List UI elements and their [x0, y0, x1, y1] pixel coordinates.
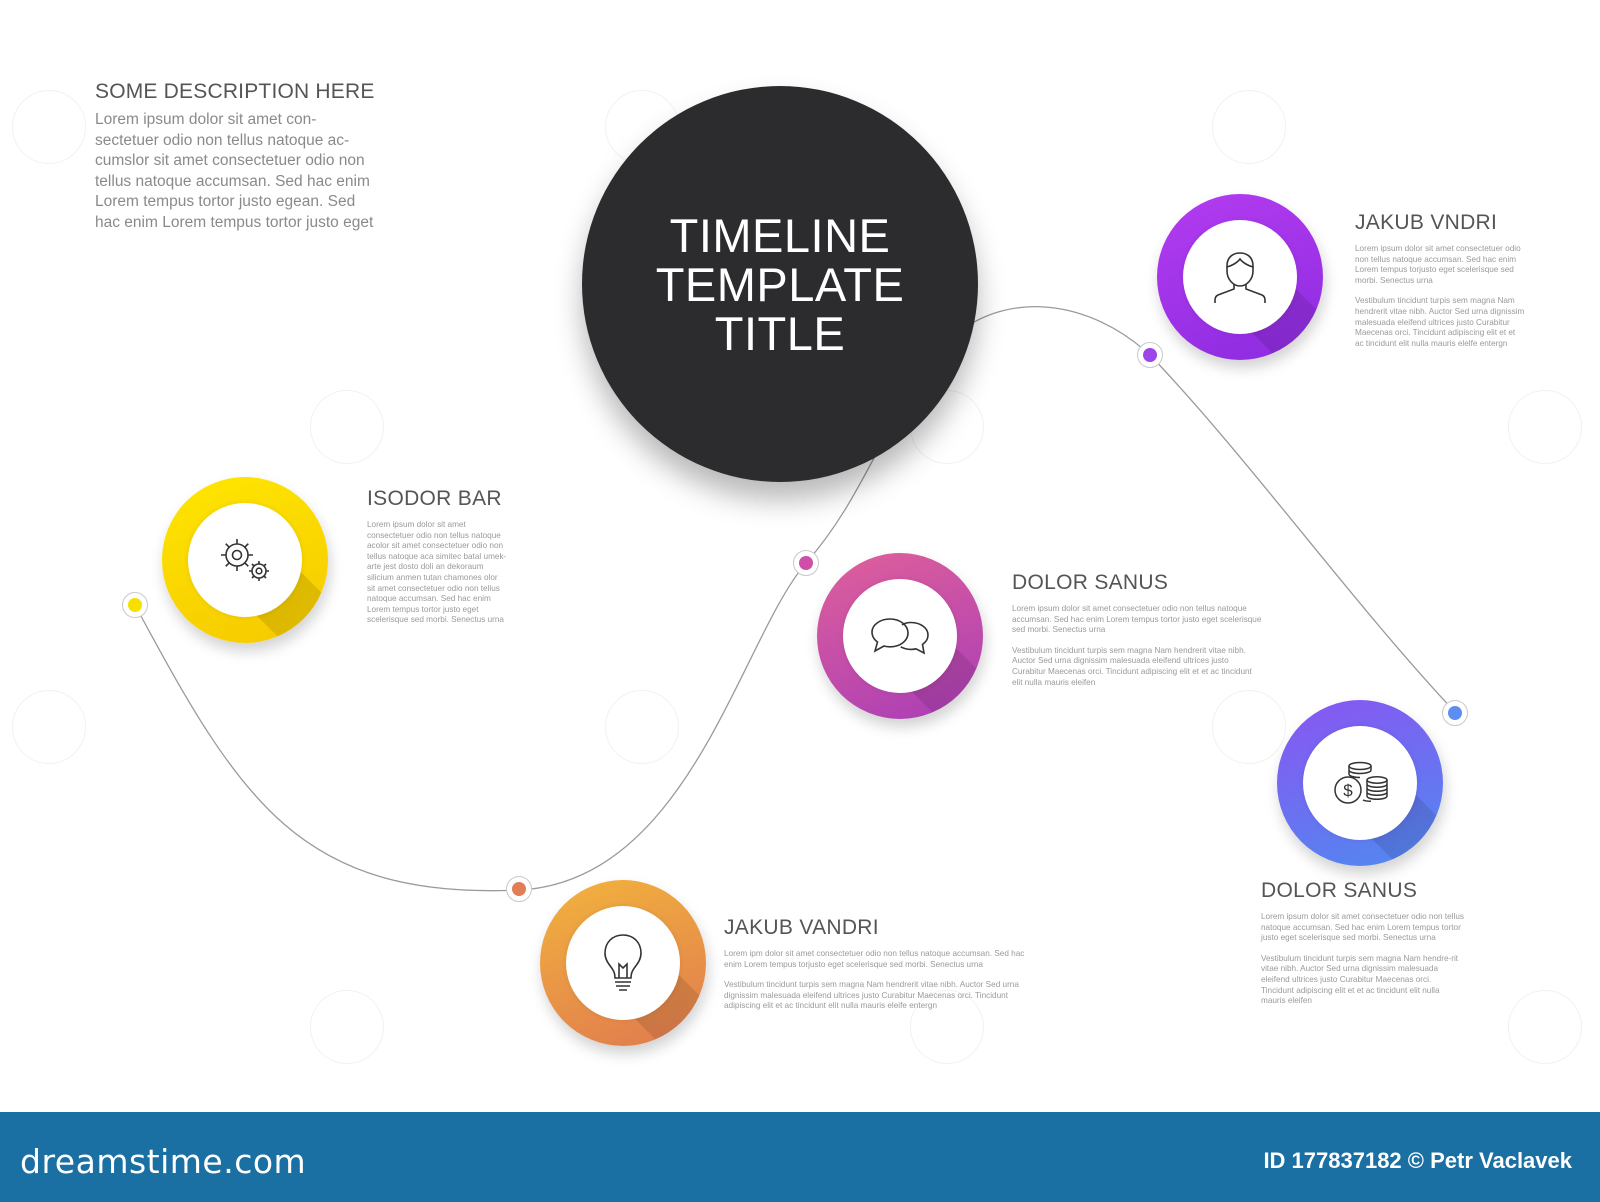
step-paragraph: Vestibulum tincidunt turpis sem magna Na… — [1355, 296, 1525, 348]
hub-title-line: TIMELINE — [669, 208, 891, 262]
timeline-node-dot — [128, 598, 142, 612]
step-paragraph: Vestibulum tincidunt turpis sem magna Na… — [724, 980, 1019, 1011]
watermark-spiral — [1508, 990, 1582, 1064]
watermark-spiral — [910, 990, 984, 1064]
step-ring — [817, 553, 983, 719]
step-icon-holder — [843, 579, 957, 693]
step-paragraph: Lorem ipsum dolor sit amet consectetuer … — [367, 520, 507, 625]
user-icon — [1214, 252, 1266, 303]
step-ring — [162, 477, 328, 643]
step-title: ISODOR BAR — [367, 487, 502, 510]
watermark-spiral — [1212, 90, 1286, 164]
hub-title-line: TEMPLATE — [655, 257, 905, 311]
watermark-spiral — [1508, 390, 1582, 464]
step-paragraph: Lorem ipsum dolor sit amet consectetuer … — [1012, 604, 1262, 635]
timeline-node — [122, 592, 148, 618]
timeline-curve — [134, 306, 1456, 892]
description-title: SOME DESCRIPTION HERE — [95, 80, 375, 103]
step-body: Lorem ipm dolor sit amet consectetuer od… — [724, 949, 1034, 1012]
step-paragraph: Lorem ipsum dolor sit amet consectetuer … — [1261, 912, 1464, 943]
timeline-curve-path — [134, 306, 1456, 892]
step-title: JAKUB VANDRI — [724, 916, 879, 939]
watermark-spiral — [605, 690, 679, 764]
coins-dollar-icon: $ — [1334, 761, 1388, 804]
timeline-hub: TIMELINE TEMPLATE TITLE — [582, 86, 978, 482]
timeline-node-dot — [799, 556, 813, 570]
watermark-spiral — [1212, 690, 1286, 764]
description-body: Lorem ipsum dolor sit amet con-sectetuer… — [95, 111, 374, 231]
footer-bar: dreamstime.com ID 177837182 © Petr Vacla… — [0, 1112, 1600, 1202]
step-icon-holder — [1183, 220, 1297, 334]
hub-title-line: TITLE — [714, 306, 846, 360]
watermark-spiral — [310, 990, 384, 1064]
timeline-node — [1442, 700, 1468, 726]
step-icon-holder: $ — [1303, 726, 1417, 840]
step-paragraph: Vestibulum tincidunt turpis sem magna Na… — [1261, 953, 1459, 1006]
step-text: ISODOR BAR Lorem ipsum dolor sit amet co… — [367, 487, 507, 636]
step-ring — [1157, 194, 1323, 360]
lightbulb-icon — [604, 934, 642, 991]
step-ring: $ — [1277, 700, 1443, 866]
step-paragraph: Lorem ipm dolor sit amet consectetuer od… — [724, 949, 1025, 969]
step-body: Lorem ipsum dolor sit amet consectetuer … — [1355, 244, 1525, 349]
step-paragraph: Lorem ipsum dolor sit amet consectetuer … — [1355, 244, 1521, 285]
step-body: Lorem ipsum dolor sit amet consectetuer … — [367, 520, 507, 626]
step-icon-holder — [566, 906, 680, 1020]
step-title: DOLOR SANUS — [1012, 571, 1169, 594]
watermark-spiral — [12, 90, 86, 164]
step-ring — [540, 880, 706, 1046]
description-block: SOME DESCRIPTION HERE Lorem ipsum dolor … — [95, 80, 380, 233]
step-text: DOLOR SANUS Lorem ipsum dolor sit amet c… — [1261, 879, 1466, 1017]
timeline-node — [1137, 342, 1163, 368]
step-title: DOLOR SANUS — [1261, 879, 1418, 902]
hub-title: TIMELINE TEMPLATE TITLE — [656, 211, 905, 358]
step-text: JAKUB VANDRI Lorem ipm dolor sit amet co… — [724, 916, 1034, 1022]
footer-logo[interactable]: dreamstime.com — [20, 1142, 307, 1181]
watermark-spiral — [12, 690, 86, 764]
step-body: Lorem ipsum dolor sit amet consectetuer … — [1261, 912, 1466, 1007]
footer-image-id: ID 177837182 © Petr Vaclavek — [1263, 1148, 1572, 1173]
svg-text:$: $ — [1343, 781, 1353, 800]
step-icon-holder — [188, 503, 302, 617]
timeline-node-dot — [1143, 348, 1157, 362]
watermark-spiral — [310, 390, 384, 464]
timeline-node-dot — [1448, 706, 1462, 720]
timeline-node-dot — [512, 882, 526, 896]
step-paragraph: Vestibulum tincidunt turpis sem magna Na… — [1012, 645, 1252, 687]
step-body: Lorem ipsum dolor sit amet consectetuer … — [1012, 604, 1262, 688]
step-title: JAKUB VNDRI — [1355, 211, 1498, 234]
gears-icon — [221, 539, 269, 581]
step-text: JAKUB VNDRI Lorem ipsum dolor sit amet c… — [1355, 211, 1525, 359]
timeline-node — [793, 550, 819, 576]
timeline-node — [506, 876, 532, 902]
chat-bubbles-icon — [871, 618, 929, 655]
step-text: DOLOR SANUS Lorem ipsum dolor sit amet c… — [1012, 571, 1262, 698]
